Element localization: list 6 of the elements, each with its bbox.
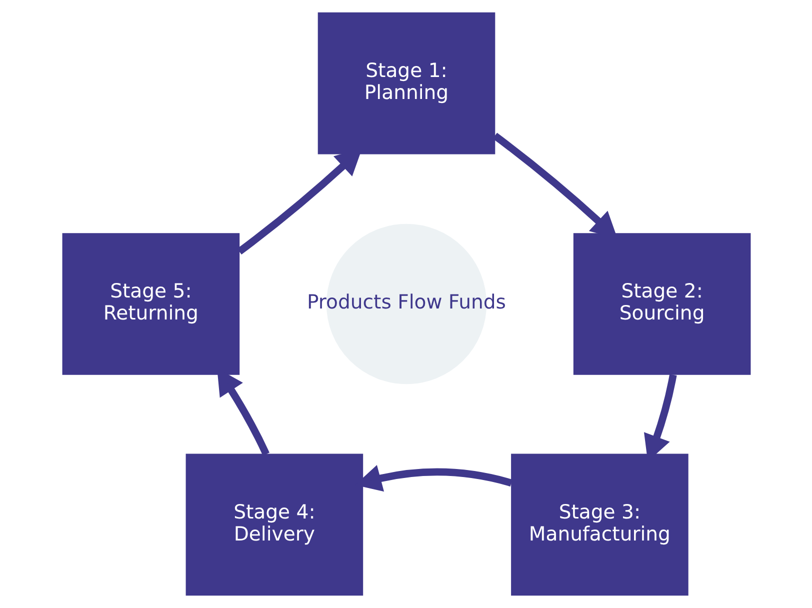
node-label: Products Flow Funds [306,290,506,314]
node-box: Stage 5: Returning [62,233,240,375]
node-box: Stage 3: Manufacturing [510,454,688,596]
node-box: Stage 4: Delivery [185,454,363,596]
node-box: Stage 2: Sourcing [572,233,750,375]
node-box: Stage 1: Planning [317,12,495,154]
